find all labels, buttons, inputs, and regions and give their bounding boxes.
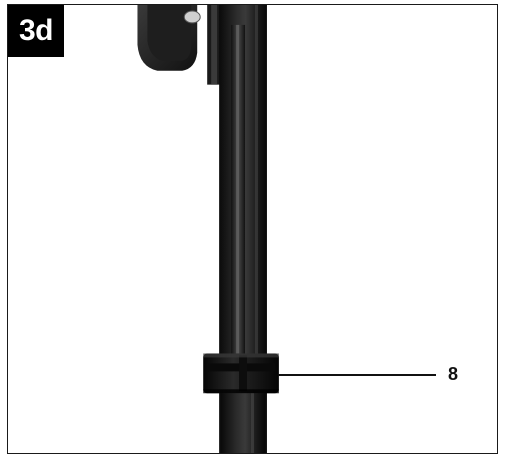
- figure-label: 3d: [8, 5, 64, 57]
- callout-leader-line: [278, 374, 436, 376]
- callout-number-8: 8: [448, 364, 459, 384]
- tripod-head-shape: [137, 5, 267, 85]
- tripod-pole-photo: [8, 5, 497, 453]
- figure-frame: 3d 8: [7, 4, 498, 454]
- clamp-shape: [203, 353, 279, 394]
